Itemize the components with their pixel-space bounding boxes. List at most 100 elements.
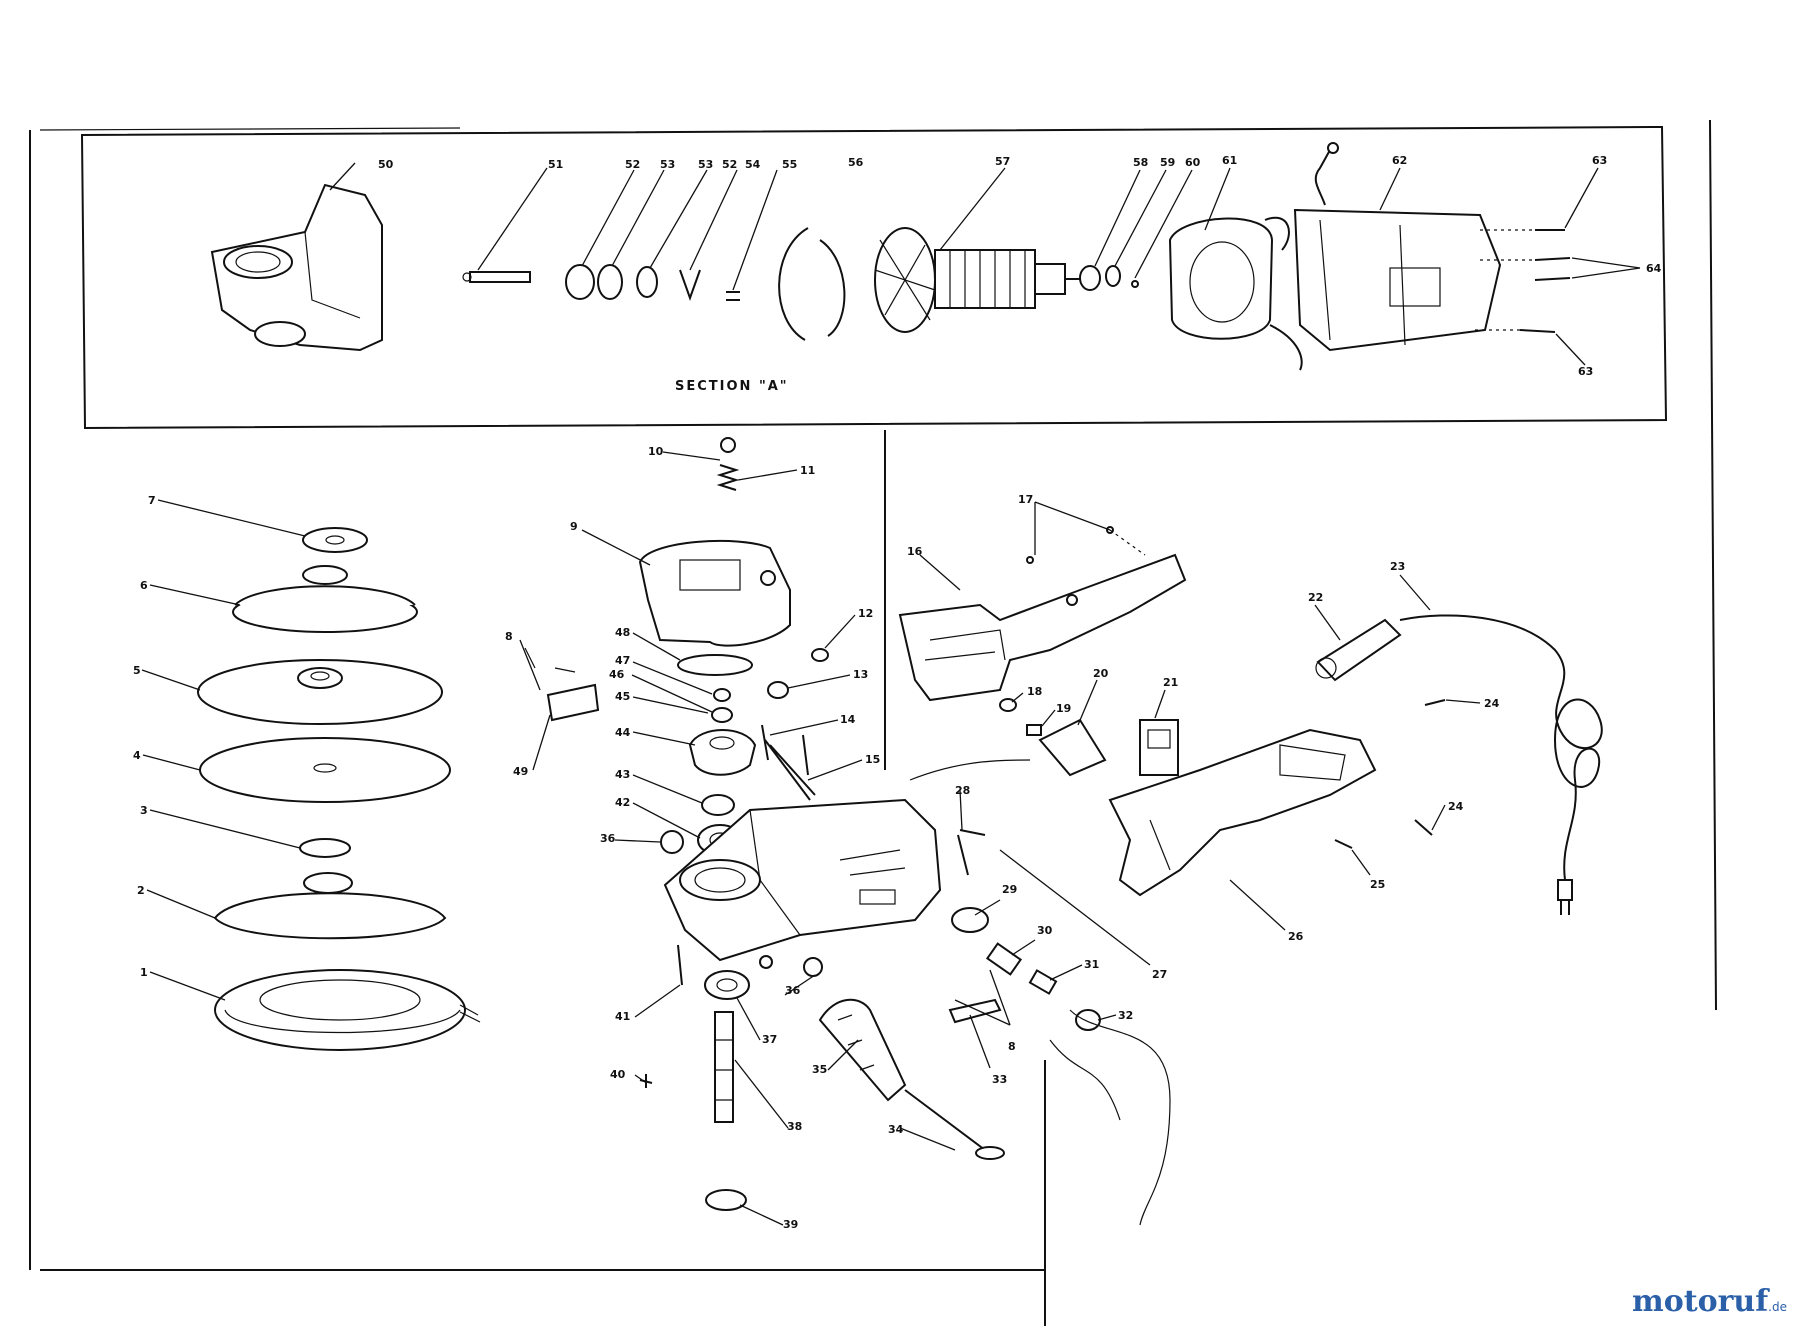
- part-label-50: 50: [378, 158, 394, 171]
- part-label-9: 9: [570, 520, 578, 533]
- part-label-16: 16: [907, 545, 923, 558]
- part-label-58: 58: [1133, 156, 1148, 169]
- part-6-backing-pad-top: [232, 565, 418, 633]
- part-label-48: 48: [615, 626, 630, 639]
- part-label-21: 21: [1163, 676, 1178, 689]
- part-label-12: 12: [858, 607, 873, 620]
- parts-18-21-switch-assembly: [999, 698, 1179, 777]
- part-label-62: 62: [1392, 154, 1407, 167]
- parts-37-41-bottom-spindle: [639, 944, 823, 1211]
- part-50-gear-housing: [210, 183, 383, 352]
- parts-17-screws: [1026, 526, 1146, 564]
- part-label-18: 18: [1027, 685, 1042, 698]
- part-label-33: 33: [992, 1073, 1007, 1086]
- part-label-60: 60: [1185, 156, 1201, 169]
- part-label-38: 38: [787, 1120, 802, 1133]
- disc-stack-leaders: [141, 499, 306, 1001]
- part-3-washer: [299, 838, 351, 858]
- part-label-22: 22: [1308, 591, 1323, 604]
- watermark-tld: .de: [1768, 1300, 1787, 1314]
- part-9-gear-cover: [638, 539, 791, 647]
- part-label-28: 28: [955, 784, 970, 797]
- part-61-field-coil: [1168, 216, 1303, 371]
- parts-63-64-screws: [1475, 229, 1571, 333]
- part-label-5: 5: [133, 664, 141, 677]
- part-label-8b: 8: [1008, 1040, 1016, 1053]
- main-gear-housing-body: [663, 798, 942, 969]
- parts-52-54-bearings-washers: [565, 264, 740, 301]
- part-label-56: 56: [848, 156, 864, 169]
- part-label-13: 13: [853, 668, 868, 681]
- part-label-52b: 52: [722, 158, 737, 171]
- part-51-pinion-shaft: [462, 271, 531, 283]
- parts-22-23-cord-and-strain-relief: [1315, 614, 1603, 915]
- part-label-27: 27: [1152, 968, 1167, 981]
- section-a-box: [80, 125, 1668, 430]
- part-label-63b: 63: [1578, 365, 1593, 378]
- part-label-53b: 53: [698, 158, 713, 171]
- part-label-59: 59: [1160, 156, 1175, 169]
- part-label-32: 32: [1118, 1009, 1133, 1022]
- part-label-47: 47: [615, 654, 630, 667]
- part-label-17: 17: [1018, 493, 1033, 506]
- parts-14-15-brush-spring-pins: [761, 724, 816, 801]
- part-label-30: 30: [1037, 924, 1053, 937]
- part-5-disc-with-hub: [197, 659, 443, 725]
- part-label-54: 54: [745, 158, 761, 171]
- part-16-handle-half-upper: [898, 553, 1187, 702]
- part-label-8a: 8: [505, 630, 513, 643]
- part-label-43: 43: [615, 768, 630, 781]
- part-57-armature: [874, 227, 1090, 333]
- part-49-plate: [524, 647, 600, 722]
- part-56-baffle-ring: [778, 227, 846, 341]
- part-label-23: 23: [1390, 560, 1405, 573]
- part-label-1b: 1: [140, 966, 148, 979]
- part-label-20: 20: [1093, 667, 1109, 680]
- part-2-backing-pad: [213, 872, 447, 940]
- part-36-nut: [660, 830, 684, 854]
- parts-10-11-screw-spring: [716, 437, 740, 491]
- part-26-handle-half-lower: [1108, 728, 1377, 897]
- part-4-abrasive-disc: [199, 737, 451, 803]
- part-label-19: 19: [1056, 702, 1071, 715]
- part-label-14: 14: [840, 713, 856, 726]
- part-label-6: 6: [140, 579, 148, 592]
- part-label-24b: 24: [1448, 800, 1464, 813]
- part-1-wool-pad: [214, 969, 481, 1051]
- watermark-logo: motoruf.de: [1632, 1284, 1787, 1319]
- frame-lines: [29, 119, 1717, 1326]
- section-a-caption: SECTION "A": [675, 379, 789, 394]
- part-7-nut: [302, 527, 368, 553]
- watermark-brand: motoruf: [1632, 1284, 1769, 1319]
- part-label-52a: 52: [625, 158, 640, 171]
- part-label-11: 11: [800, 464, 815, 477]
- part-label-3: 3: [140, 804, 148, 817]
- parts-24-25-27-28-screws: [957, 699, 1446, 876]
- part-label-45: 45: [615, 690, 630, 703]
- part-label-37: 37: [762, 1033, 777, 1046]
- part-label-26: 26: [1288, 930, 1304, 943]
- right-leaders: [919, 501, 1481, 966]
- part-label-57: 57: [995, 155, 1010, 168]
- part-label-1: 7: [148, 494, 156, 507]
- part-labels: 7 6 5 4 3 2 1 8 8 9 10 11 12 13 14 15 16…: [133, 154, 1662, 1231]
- part-label-44: 44: [615, 726, 631, 739]
- part-label-55: 55: [782, 158, 797, 171]
- part-label-42: 42: [615, 796, 630, 809]
- decorative-flex-lines: [909, 759, 1171, 1226]
- part-label-64: 64: [1646, 262, 1662, 275]
- part-label-36b: 36: [785, 984, 801, 997]
- part-label-31: 31: [1084, 958, 1099, 971]
- part-label-49: 49: [513, 765, 528, 778]
- part-label-2: 2: [137, 884, 145, 897]
- part-label-53a: 53: [660, 158, 675, 171]
- part-label-4: 4: [133, 749, 141, 762]
- parts-33-35-handle-rod: [818, 998, 1005, 1160]
- part-label-24a: 24: [1484, 697, 1500, 710]
- section-a-leaders: [329, 162, 1641, 366]
- part-label-10: 10: [648, 445, 664, 458]
- part-label-36a: 36: [600, 832, 616, 845]
- part-label-61: 61: [1222, 154, 1237, 167]
